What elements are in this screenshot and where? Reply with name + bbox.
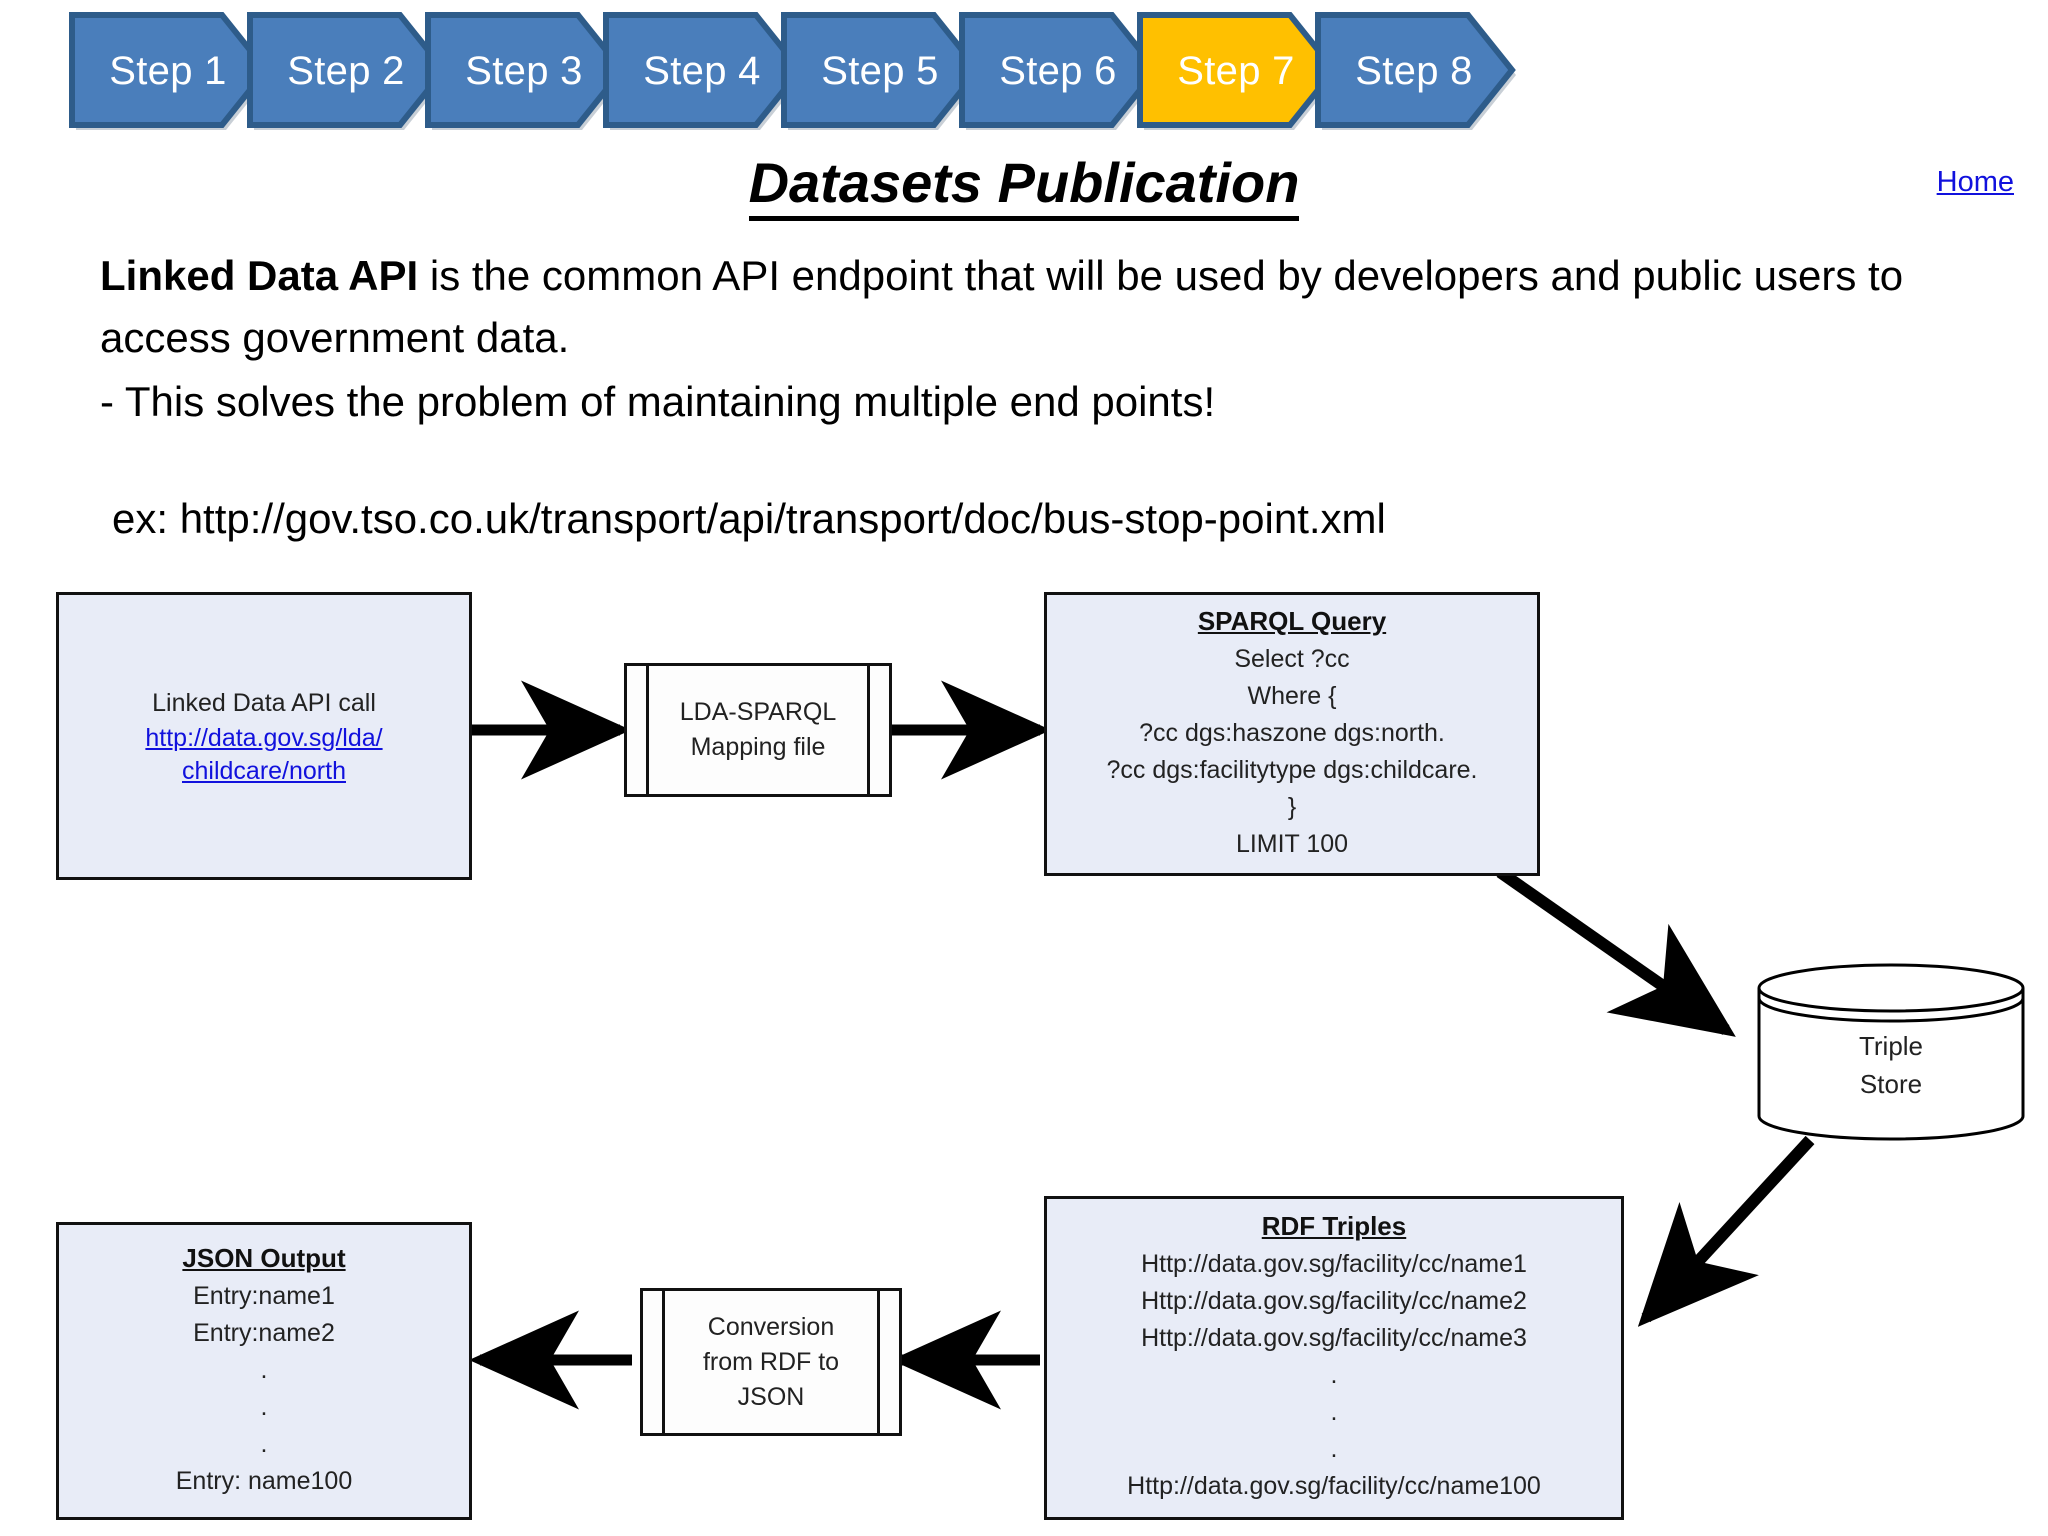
home-link[interactable]: Home (1936, 166, 2014, 198)
example-url-line: ex: http://gov.tso.co.uk/transport/api/t… (112, 495, 1386, 542)
chevron-shape-icon (603, 12, 804, 130)
lead-bold-text: Linked Data API (100, 252, 419, 299)
bullet-line: - This solves the problem of maintaining… (100, 378, 1216, 425)
api-call-title: Linked Data API call (152, 688, 376, 717)
json-output-box: JSON Output Entry:name1 Entry:name2 . . … (56, 1222, 472, 1520)
step-chevron-6[interactable]: Step 6 (958, 12, 1188, 130)
json-output-line: Entry: name100 (175, 1466, 353, 1495)
chevron-shape-icon (69, 12, 270, 130)
rdf-triple-line: Http://data.gov.sg/facility/cc/name3 (1141, 1324, 1527, 1352)
rdf-triples-title: RDF Triples (1261, 1211, 1407, 1241)
sparql-line: ?cc dgs:haszone dgs:north. (1139, 718, 1445, 747)
rdf-to-json-conversion-box: Conversion from RDF to JSON (640, 1288, 902, 1436)
json-output-line: Entry:name1 (193, 1281, 335, 1310)
chevron-shape-icon (1315, 12, 1516, 130)
chevron-shape-icon (247, 12, 448, 130)
rdf-triple-line: Http://data.gov.sg/facility/cc/name2 (1141, 1287, 1527, 1315)
api-call-link-line-2[interactable]: childcare/north (182, 756, 346, 785)
lda-sparql-mapping-file-box: LDA-SPARQL Mapping file (624, 663, 892, 797)
sparql-line: } (1287, 792, 1297, 821)
mapping-file-line-2: Mapping file (690, 733, 826, 761)
lead-rest-text: is the common API endpoint that will be … (100, 252, 1904, 361)
chevron-shape-icon (1137, 12, 1338, 130)
triple-store-line-2: Store (1859, 1069, 1923, 1099)
pp-bar-right-icon (867, 666, 870, 794)
sparql-line: Where { (1247, 681, 1337, 710)
conversion-line-1: Conversion (707, 1312, 835, 1341)
json-output-line: . (260, 1355, 268, 1384)
sparql-line: LIMIT 100 (1235, 829, 1349, 858)
json-output-line: Entry:name2 (193, 1318, 335, 1347)
rdf-triple-line: . (1330, 1435, 1338, 1463)
body-paragraph: Linked Data API is the common API endpoi… (100, 245, 1980, 433)
rdf-triple-line: . (1330, 1398, 1338, 1426)
chevron-shape-icon (781, 12, 982, 130)
api-call-box: Linked Data API call http://data.gov.sg/… (56, 592, 472, 880)
chevron-shape-icon (425, 12, 626, 130)
pp-bar-right-icon (877, 1291, 880, 1433)
triple-store-line-1: Triple (1858, 1031, 1924, 1061)
pp-bar-left-icon (646, 666, 649, 794)
step-chevron-5[interactable]: Step 5 (780, 12, 1010, 130)
sparql-query-title: SPARQL Query (1197, 605, 1387, 636)
pp-bar-left-icon (662, 1291, 665, 1433)
json-output-title: JSON Output (182, 1242, 346, 1273)
rdf-triple-line: Http://data.gov.sg/facility/cc/name1 (1141, 1250, 1527, 1278)
conversion-line-2: from RDF to (702, 1347, 840, 1376)
rdf-triple-line: . (1330, 1361, 1338, 1389)
sparql-query-box: SPARQL Query Select ?cc Where { ?cc dgs:… (1044, 592, 1540, 876)
page-title: Datasets Publication (0, 150, 2048, 221)
conversion-line-3: JSON (737, 1382, 805, 1411)
sparql-line: ?cc dgs:facilitytype dgs:childcare. (1106, 755, 1478, 784)
page-title-text: Datasets Publication (748, 151, 1300, 221)
mapping-file-line-1: LDA-SPARQL (679, 698, 837, 726)
rdf-triple-line: Http://data.gov.sg/facility/cc/name100 (1127, 1472, 1541, 1500)
json-output-line: . (260, 1392, 268, 1421)
rdf-triples-box: RDF Triples Http://data.gov.sg/facility/… (1044, 1196, 1624, 1520)
json-output-line: . (260, 1429, 268, 1458)
cylinder-icon (1757, 963, 2025, 1141)
triple-store-cylinder: Triple Store (1756, 962, 2026, 1142)
api-call-link-line-1[interactable]: http://data.gov.sg/lda/ (145, 723, 383, 752)
sparql-line: Select ?cc (1234, 644, 1350, 673)
chevron-shape-icon (959, 12, 1160, 130)
